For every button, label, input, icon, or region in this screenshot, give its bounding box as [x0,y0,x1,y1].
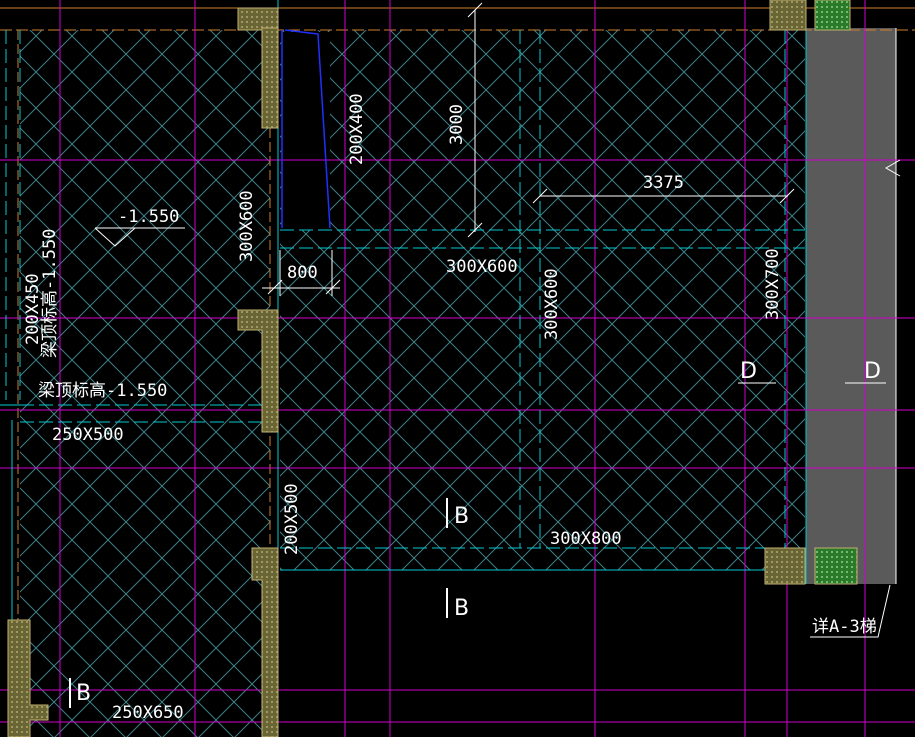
label-beam-250x650: 250X650 [112,703,184,723]
slab-hatch-regions [20,30,805,737]
label-dim-800: 800 [287,263,318,283]
label-dim-3375: 3375 [643,173,684,193]
label-elevation: -1.550 [118,207,179,227]
label-section-b3: B [76,681,91,706]
label-section-d1: D [740,359,757,384]
drawing-labels: 200X400 3000 3375 -1.550 300X600 800 300… [23,93,881,723]
label-section-b1: B [454,504,469,529]
label-beam-300x800: 300X800 [550,529,622,549]
columns [7,0,858,737]
dimension-lines [69,2,901,708]
opening-outline [281,29,331,229]
label-beam-250x500: 250X500 [52,425,124,445]
label-detail-ref: 详A-3梯 [812,617,877,637]
label-beam-top-elev-2: 梁顶标高-1.550 [38,381,167,401]
label-dim-3000: 3000 [447,104,467,145]
label-beam-300x600-vert: 300X600 [542,268,562,340]
label-beam-200x500: 200X500 [282,483,302,555]
stair-wall-block [805,28,897,584]
label-beam-300x600-left: 300X600 [237,190,257,262]
label-beam-top-elev-1: 梁顶标高-1.550 [40,229,60,358]
label-section-d2: D [864,359,881,384]
label-beam-200x400: 200X400 [347,93,367,165]
label-beam-300x600-mid: 300X600 [446,257,518,277]
label-beam-200x450: 200X450 [23,273,43,345]
label-section-b2: B [454,596,469,621]
label-beam-300x700: 300X700 [763,248,783,320]
